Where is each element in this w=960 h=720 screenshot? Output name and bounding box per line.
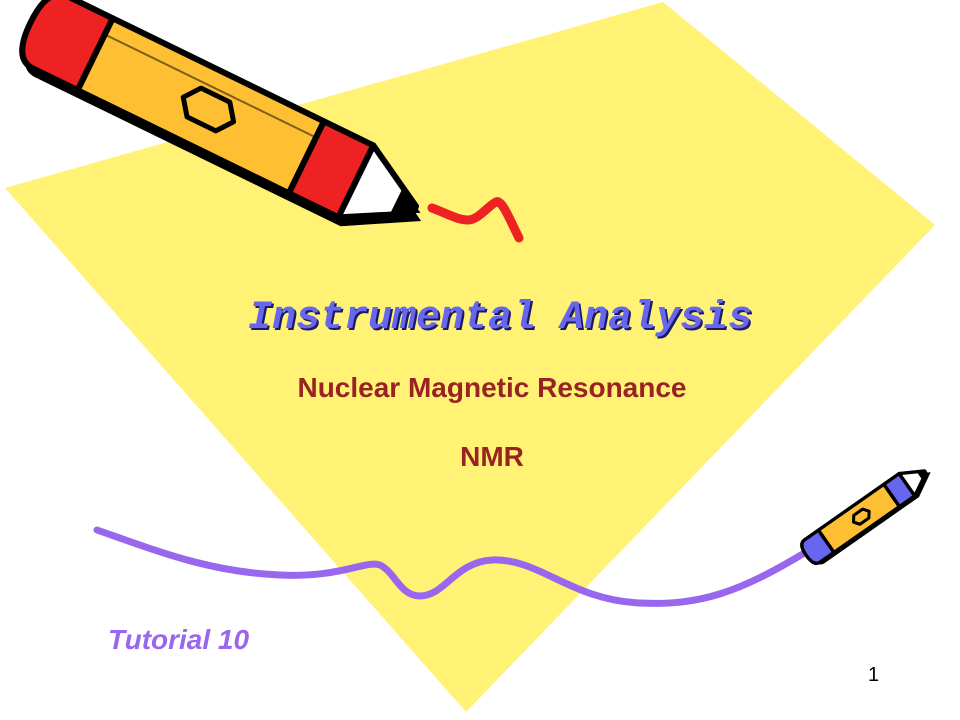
red-squiggle xyxy=(427,197,524,243)
page-number: 1 xyxy=(868,664,880,686)
slide-subtitle: Nuclear Magnetic Resonance xyxy=(297,372,687,403)
small-pencil-icon xyxy=(800,469,931,566)
slide-title: Instrumental Analysis xyxy=(247,296,753,341)
slide-acronym: NMR xyxy=(460,441,524,472)
large-pencil-icon xyxy=(19,0,422,227)
purple-squiggle xyxy=(93,526,810,607)
tutorial-label: Tutorial 10 xyxy=(108,624,250,655)
yellow-background-shape xyxy=(5,2,935,712)
